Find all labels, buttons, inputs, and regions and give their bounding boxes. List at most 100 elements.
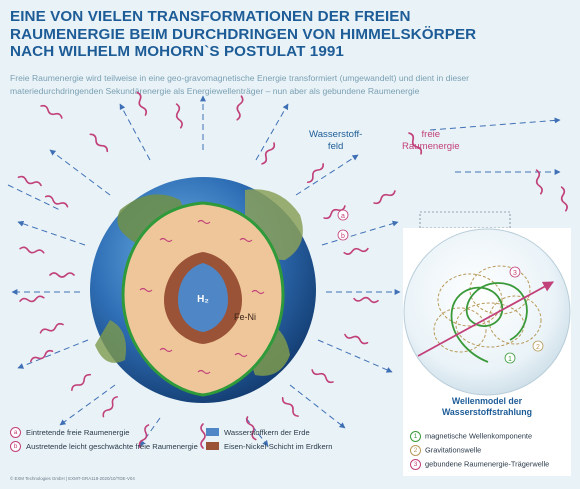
wave-legend-text-1: magnetische Wellenkomponente <box>425 431 533 441</box>
inner-wave <box>197 219 211 225</box>
magnetic-marker-text: 1 <box>508 356 512 363</box>
wave-arrow <box>373 190 396 205</box>
wave-arrow <box>17 175 42 187</box>
title-line-1: EINE VON VIELEN TRANSFORMATIONEN DER FRE… <box>10 8 411 25</box>
marker-a-text: a <box>341 213 345 220</box>
field-line <box>289 384 346 429</box>
wave-arrow <box>281 396 299 417</box>
wave-arrow <box>40 104 63 119</box>
continent-shape <box>95 320 126 363</box>
field-line <box>17 220 86 246</box>
wave-model-title-line-2: Wasserstoffstrahlung <box>441 407 533 417</box>
magnetic-wave-spiral <box>450 282 528 363</box>
field-label-line-1: Wasserstoff- <box>309 129 363 140</box>
gravity-marker-text: 2 <box>536 344 540 351</box>
title-line-3: NACH WILHELM MOHORN`S POSTULAT 1991 <box>10 43 344 60</box>
wave-legend-num-1: 1 <box>410 431 421 442</box>
subtitle-line-1: Freie Raumenergie wird teilweise in eine… <box>10 73 470 83</box>
wave-arrow <box>175 103 183 129</box>
inner-wave <box>239 237 253 243</box>
legend-text-core: Wasserstoffkern der Erde <box>224 428 310 437</box>
wave-arrow <box>39 322 64 334</box>
wave-model-title: Wellenmodel der Wasserstoffstrahlung <box>404 396 570 418</box>
wave-legend-item-3: 3 gebundene Raumenergie-Trägerwelle <box>410 459 549 470</box>
inner-energy-arrows <box>139 219 265 375</box>
marker-b-circle <box>337 229 349 241</box>
gravity-loop <box>469 265 531 315</box>
carrier-marker-text: 3 <box>513 270 517 277</box>
wave-arrow <box>236 95 244 121</box>
wave-arrow <box>102 396 118 418</box>
fe-ni-swatch <box>206 442 219 450</box>
field-label-line-2: feld <box>327 141 344 152</box>
wave-arrow <box>306 163 324 184</box>
wave-arrow <box>353 296 379 304</box>
free-label-line-1: freie <box>421 129 441 140</box>
inner-wave <box>234 352 248 358</box>
legend-text-b: Austretende leicht geschwächte freie Rau… <box>26 442 198 451</box>
legend-badge-a: a <box>10 427 21 438</box>
callout-box <box>419 211 511 229</box>
wave-arrow <box>29 349 54 363</box>
wave-legend-num-3: 3 <box>410 459 421 470</box>
free-energy-waves <box>17 91 568 449</box>
wave-legend-num-2: 2 <box>410 445 421 456</box>
page-title: EINE VON VIELEN TRANSFORMATIONEN DER FRE… <box>10 8 570 61</box>
wave-legend-text-2: Gravitationswelle <box>425 445 482 455</box>
wave-arrow <box>261 142 276 165</box>
wave-arrow <box>19 295 45 303</box>
wave-arrow <box>19 246 45 254</box>
marker-b-text: b <box>341 233 345 240</box>
field-line <box>255 103 289 161</box>
field-line <box>59 384 116 426</box>
title-line-2: RAUMENERGIE BEIM DURCHDRINGEN VON HIMMEL… <box>10 25 477 43</box>
marker-a-circle <box>337 209 349 221</box>
inner-wave <box>251 289 265 295</box>
inner-wave <box>159 237 173 243</box>
wave-arrow <box>560 186 568 212</box>
field-line <box>119 103 151 161</box>
hydrogen-core <box>178 263 228 332</box>
wave-arrow <box>343 247 369 255</box>
inner-wave <box>139 287 153 293</box>
wave-legend-item-2: 2 Gravitationswelle <box>410 445 481 456</box>
wave-arrow <box>71 373 92 391</box>
wave-arrow <box>89 133 109 153</box>
wave-model-panel: 3 1 2 <box>403 228 571 476</box>
carrier-wave-arrow <box>417 281 554 357</box>
wave-arrow <box>200 423 206 449</box>
field-line <box>139 417 161 447</box>
fe-ni-label: Fe-Ni <box>234 312 256 322</box>
wave-legend-text-3: gebundene Raumenergie-Trägerwelle <box>425 459 550 469</box>
copyright-footer: © EXM Technologies GmbH | EXMT-GRA118-20… <box>10 476 135 481</box>
hydrogen-field-lines <box>7 95 561 447</box>
legend-text-layer: Eisen-Nickel-Schicht im Erdkern <box>224 442 333 451</box>
field-line <box>17 339 89 369</box>
legend-text-a: Eintretende freie Raumenergie <box>26 428 130 437</box>
wave-arrow <box>311 369 334 384</box>
wave-arrow <box>49 272 75 278</box>
gravity-loop <box>433 307 487 353</box>
field-line <box>245 417 269 447</box>
field-line <box>317 339 393 373</box>
wave-arrow <box>136 91 148 116</box>
wave-model-title-line-1: Wellenmodel der <box>451 396 523 406</box>
wave-arrow <box>344 333 369 345</box>
carrier-marker-circle <box>509 266 521 278</box>
field-line <box>49 149 111 196</box>
marker-a: a <box>337 209 349 221</box>
earth-globe: H₂ Fe-Ni <box>90 177 316 403</box>
inner-wave <box>197 369 211 375</box>
core-label: H₂ <box>197 294 209 305</box>
field-line <box>295 154 359 196</box>
wave-arrow <box>245 416 257 441</box>
magnetic-marker-circle <box>504 352 516 364</box>
gravity-loop <box>488 295 542 345</box>
field-line <box>429 117 561 131</box>
legend-badge-b: b <box>10 441 21 452</box>
inner-wave <box>159 347 173 353</box>
core-swatch <box>206 428 219 436</box>
free-energy-label: freie Raumenergie <box>402 129 460 153</box>
free-label-line-2: Raumenergie <box>402 141 460 152</box>
